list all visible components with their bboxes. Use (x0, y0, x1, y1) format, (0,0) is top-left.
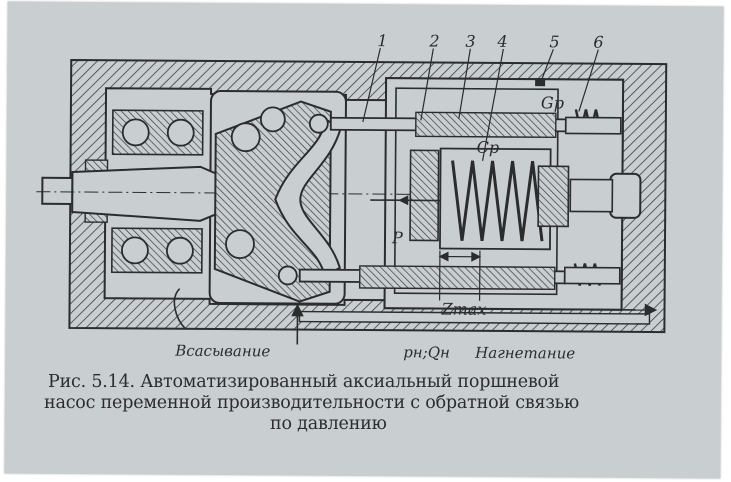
part-label-3: 3 (465, 32, 475, 51)
part-label-2: 2 (428, 31, 439, 50)
symbol-cp: Cp (477, 138, 500, 157)
caption-line-3: по давлению (270, 414, 387, 434)
discharge-label: Нагнетание (474, 344, 575, 363)
part-label-1: 1 (377, 31, 387, 50)
part-label-5: 5 (549, 32, 559, 51)
figure-caption: Рис. 5.14. Автоматизированный аксиальный… (40, 372, 690, 435)
control-spring (370, 147, 570, 251)
symbol-zmax: Zmax (440, 300, 486, 319)
shaft-bearings (84, 109, 204, 274)
caption-line-2: насос переменной производительности с об… (44, 393, 580, 413)
check-valves (563, 109, 642, 286)
pressure-marker (535, 78, 546, 87)
part-label-6: 6 (593, 33, 603, 52)
leader-lines (362, 47, 599, 161)
flow-arrows (173, 288, 658, 345)
symbol-gp: Gp (541, 93, 564, 112)
suction-label: Всасывание (174, 342, 270, 361)
zmax-dimension (438, 250, 482, 301)
swash-plate (213, 100, 342, 303)
piston-rods (277, 111, 567, 291)
symbol-p: P (391, 228, 403, 247)
discharge-params: pн;Qн (403, 343, 450, 361)
caption-line-1: Рис. 5.14. Автоматизированный аксиальный… (48, 372, 560, 392)
part-label-4: 4 (496, 32, 507, 51)
